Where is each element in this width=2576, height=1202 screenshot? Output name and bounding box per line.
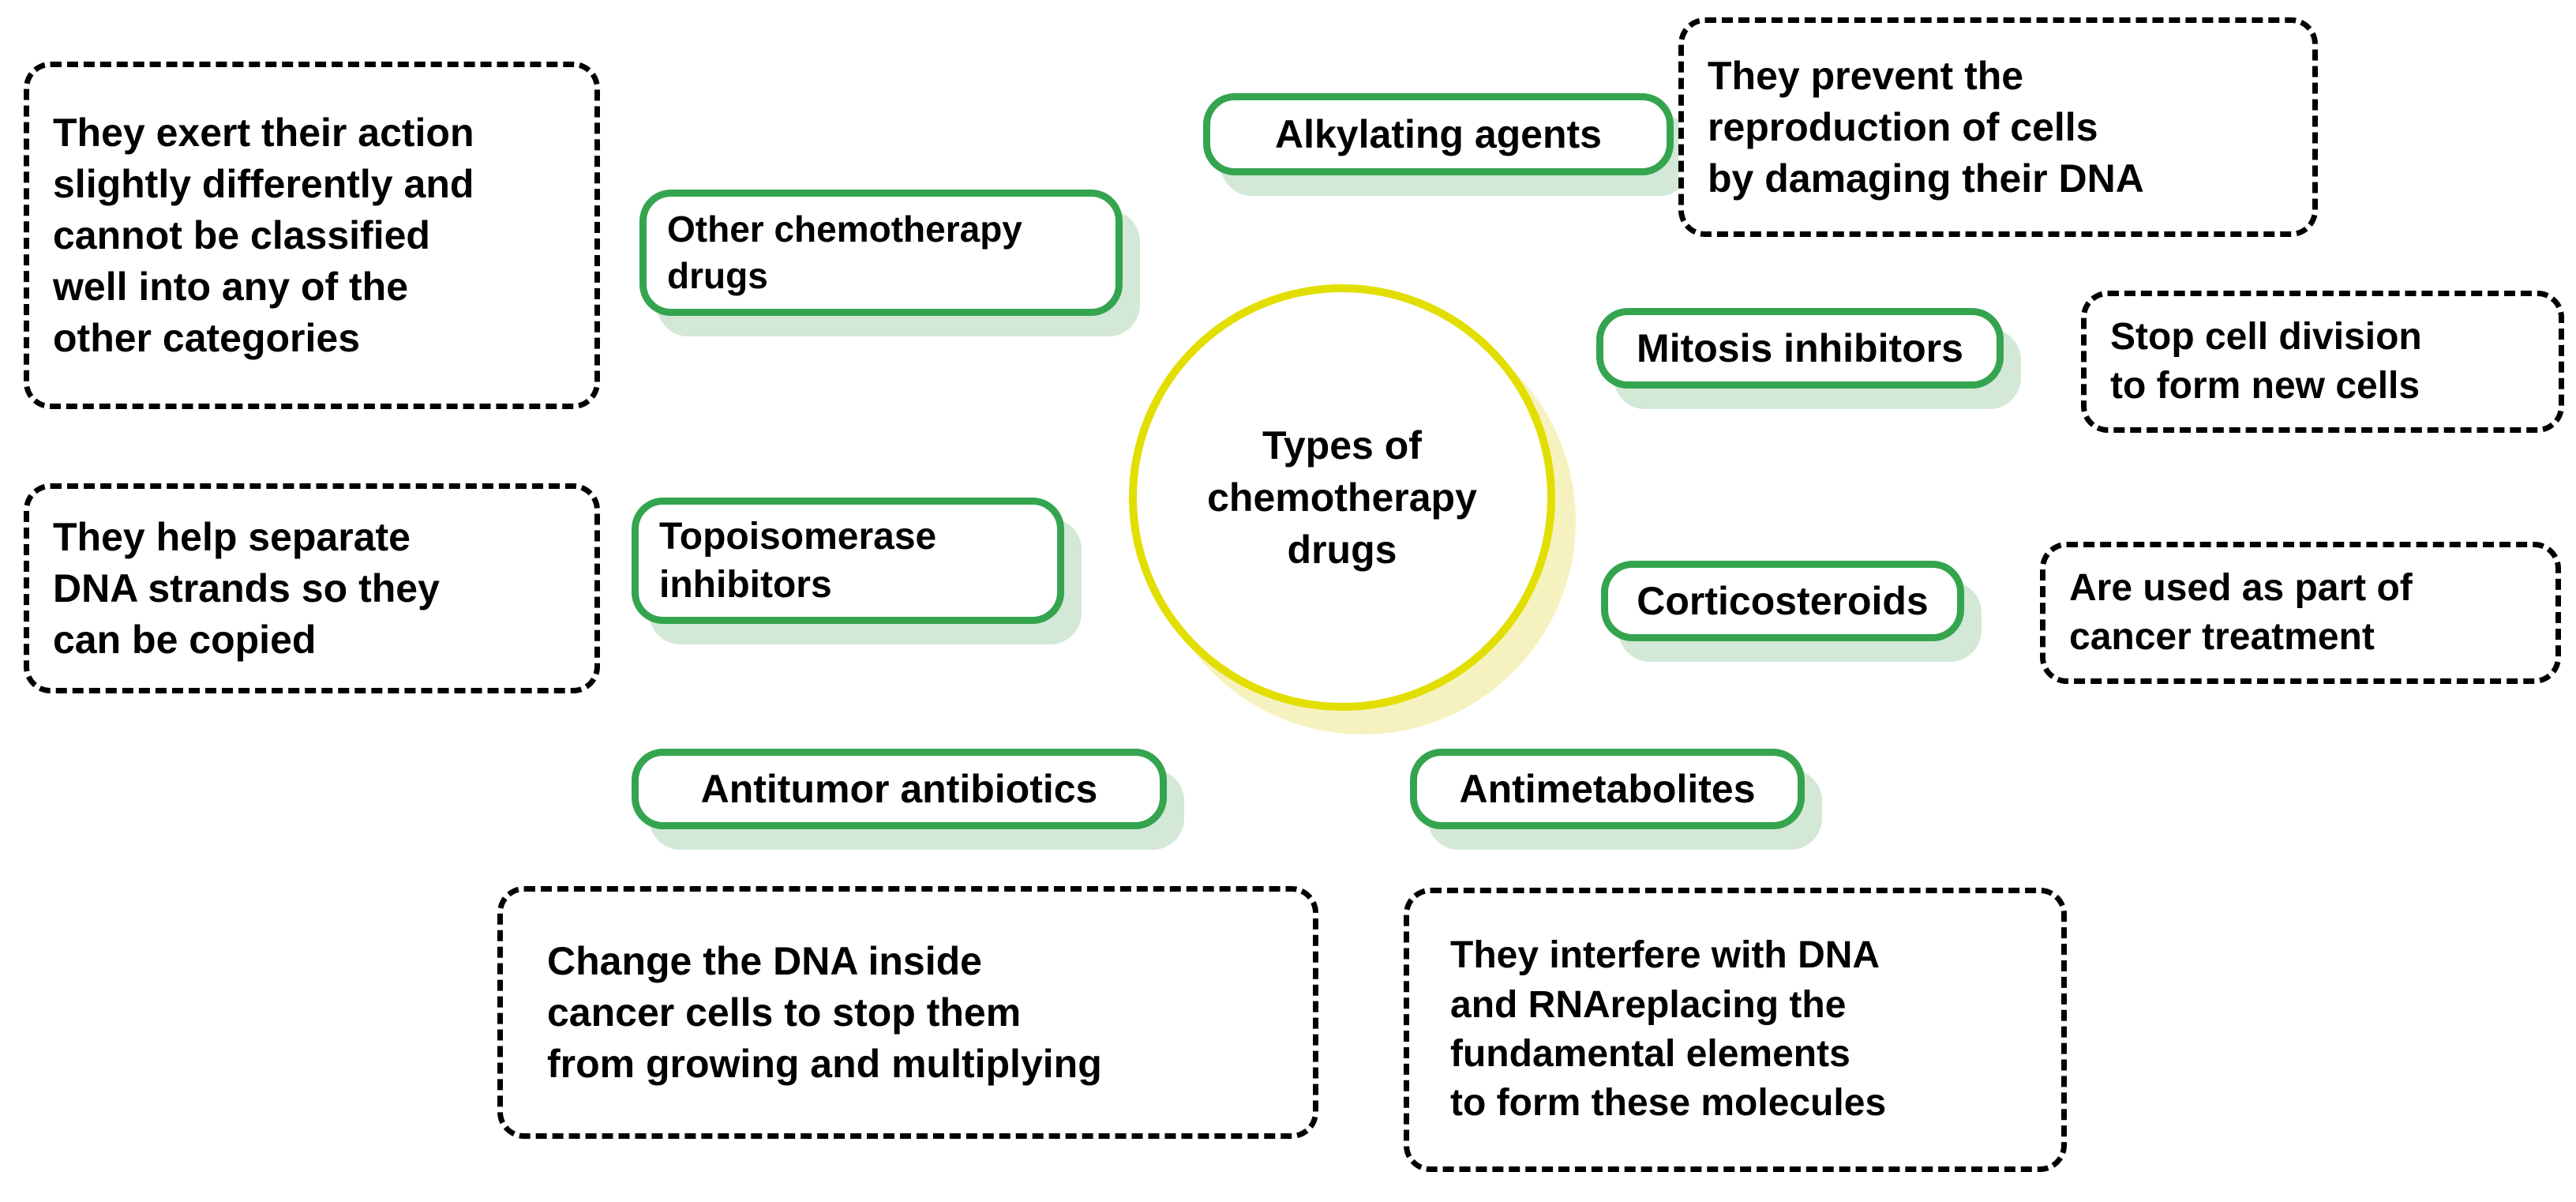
node-body[interactable]: Mitosis inhibitors — [1596, 308, 2004, 389]
callout-topoisomerase-inhibitors: They help separate DNA strands so they c… — [24, 483, 600, 693]
callout-line: to form these molecules — [1450, 1082, 1887, 1125]
callout-line: cancer treatment — [2069, 616, 2375, 658]
node-label: Mitosis inhibitors — [1637, 326, 1963, 370]
node-body[interactable]: Antimetabolites — [1410, 749, 1805, 829]
callout-line: They prevent the — [1708, 53, 2024, 98]
center-label-line: drugs — [1287, 528, 1397, 572]
node-label-line: drugs — [667, 255, 768, 296]
callout-line: by damaging their DNA — [1708, 156, 2144, 201]
center-label-line: chemotherapy — [1207, 475, 1477, 520]
callout-mitosis-inhibitors: Stop cell division to form new cells — [2081, 291, 2564, 433]
node-label-line: Other chemotherapy — [667, 208, 1022, 250]
callout-line: They exert their action — [53, 110, 474, 155]
node-body[interactable]: Topoisomerase inhibitors — [632, 498, 1064, 624]
callout-line: DNA strands so they — [53, 565, 440, 610]
node-body[interactable]: Other chemotherapy drugs — [639, 190, 1123, 316]
center-node-body[interactable]: Types of chemotherapy drugs — [1129, 284, 1555, 711]
callout-line: from growing and multiplying — [547, 1041, 1102, 1086]
callout-alkylating-agents: They prevent the reproduction of cells b… — [1678, 17, 2318, 237]
callout-line: can be copied — [53, 617, 317, 662]
callout-line: cannot be classified — [53, 212, 430, 257]
callout-line: They interfere with DNA — [1450, 934, 1880, 977]
node-label-line: inhibitors — [659, 564, 832, 606]
callout-line: Stop cell division — [2110, 315, 2422, 358]
callout-antimetabolites: They interfere with DNA and RNAreplacing… — [1404, 888, 2067, 1172]
node-body[interactable]: Antitumor antibiotics — [632, 749, 1167, 829]
node-other-chemotherapy-drugs[interactable]: Other chemotherapy drugs — [639, 190, 1140, 336]
node-body[interactable]: Corticosteroids — [1601, 561, 1964, 641]
node-body[interactable]: Alkylating agents — [1203, 93, 1674, 175]
node-label: Corticosteroids — [1637, 579, 1929, 623]
node-corticosteroids[interactable]: Corticosteroids — [1601, 561, 1982, 662]
node-label: Antitumor antibiotics — [700, 767, 1098, 811]
callout-other-chemotherapy-drugs: They exert their action slightly differe… — [24, 62, 600, 409]
node-label-line: Topoisomerase — [659, 515, 937, 558]
node-antimetabolites[interactable]: Antimetabolites — [1410, 749, 1822, 850]
node-mitosis-inhibitors[interactable]: Mitosis inhibitors — [1596, 308, 2021, 409]
node-antitumor-antibiotics[interactable]: Antitumor antibiotics — [632, 749, 1184, 850]
node-label: Antimetabolites — [1459, 767, 1756, 811]
callout-line: Are used as part of — [2069, 566, 2413, 609]
center-node-types-of-chemotherapy-drugs[interactable]: Types of chemotherapy drugs — [1129, 284, 1576, 734]
center-label-line: Types of — [1262, 423, 1422, 468]
callout-line: reproduction of cells — [1708, 104, 2098, 149]
callout-line: and RNAreplacing the — [1450, 983, 1847, 1026]
callout-corticosteroids: Are used as part of cancer treatment — [2040, 542, 2561, 684]
callout-line: fundamental elements — [1450, 1033, 1850, 1075]
callout-line: Change the DNA inside — [547, 938, 982, 983]
callout-line: to form new cells — [2110, 365, 2420, 407]
node-label: Alkylating agents — [1275, 112, 1602, 156]
callout-line: They help separate — [53, 514, 411, 559]
node-topoisomerase-inhibitors[interactable]: Topoisomerase inhibitors — [632, 498, 1082, 644]
callout-line: cancer cells to stop them — [547, 990, 1022, 1035]
callout-line: well into any of the — [53, 264, 409, 309]
callout-line: slightly differently and — [53, 161, 474, 206]
callout-antitumor-antibiotics: Change the DNA inside cancer cells to st… — [497, 886, 1318, 1139]
callout-line: other categories — [53, 315, 361, 360]
node-alkylating-agents[interactable]: Alkylating agents — [1203, 93, 1691, 196]
